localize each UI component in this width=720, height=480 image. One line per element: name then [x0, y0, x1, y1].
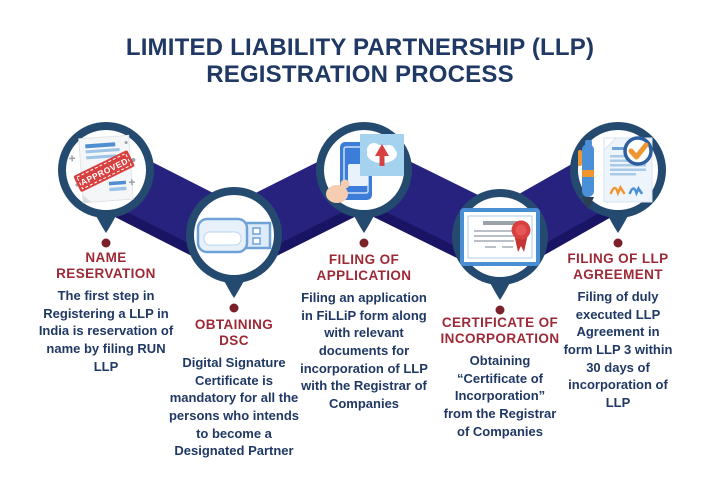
- step-5-node: [570, 122, 666, 248]
- marker-dot: [495, 305, 505, 315]
- step-5-title: FILING OF LLP AGREEMENT: [567, 251, 669, 283]
- step-1-label: NAME RESERVATION The first step in Regis…: [16, 250, 196, 375]
- step-2-node: [186, 187, 282, 313]
- step-1-node: APPROVED: [58, 122, 154, 248]
- step-4-node: [452, 189, 548, 315]
- step-3-node: [316, 122, 412, 248]
- step-2-title: OBTAINING DSC: [194, 317, 274, 349]
- page-title: LIMITED LIABILITY PARTNERSHIP (LLP) REGI…: [125, 34, 595, 88]
- agreement-pen-check-icon: [578, 136, 653, 210]
- step-4-title: CERTIFICATE OF INCORPORATION: [440, 315, 560, 347]
- certificate-ribbon-icon: [460, 208, 540, 266]
- marker-dot: [613, 238, 623, 248]
- step-3-title: FILING OF APPLICATION: [316, 252, 412, 284]
- step-4-label: CERTIFICATE OF INCORPORATION Obtaining “…: [410, 315, 590, 440]
- step-2-label: OBTAINING DSC Digital Signature Certific…: [144, 317, 324, 460]
- step-3-label: FILING OF APPLICATION Filing an applicat…: [274, 252, 454, 412]
- step-5-label: FILING OF LLP AGREEMENT Filing of duly e…: [528, 251, 708, 411]
- step-3-description: Filing an application in FiLLiP form alo…: [300, 290, 428, 411]
- step-2-description: Digital Signature Certificate is mandato…: [168, 355, 299, 459]
- usb-dsc-icon: [196, 217, 272, 254]
- approved-document-icon: APPROVED: [69, 134, 136, 204]
- marker-dot: [359, 238, 369, 248]
- marker-dot: [229, 303, 239, 313]
- step-1-description: The first step in Registering a LLP in I…: [38, 288, 174, 374]
- marker-dot: [101, 238, 111, 248]
- step-5-description: Filing of duly executed LLP Agreement in…: [563, 289, 673, 410]
- step-1-title: NAME RESERVATION: [56, 250, 156, 282]
- phone-cloud-upload-icon: [326, 134, 404, 203]
- step-4-description: Obtaining “Certificate of Incorporation”…: [443, 353, 557, 439]
